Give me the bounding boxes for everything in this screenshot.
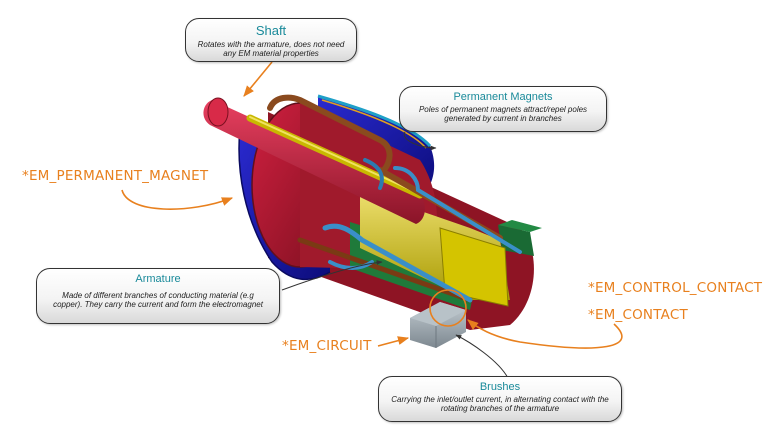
shaft-callout: Shaft Rotates with the armature, does no… [185, 18, 357, 62]
contact-highlight [429, 289, 467, 327]
brushes-callout-title: Brushes [479, 381, 521, 393]
brushes-callout: Brushes Carrying the inlet/outlet curren… [378, 376, 622, 422]
permanent-magnets-callout-title: Permanent Magnets [453, 91, 553, 103]
conductor-tube [322, 223, 473, 303]
em-circuit-label: *EM_CIRCUIT [282, 338, 372, 354]
winding [267, 94, 393, 173]
leader-lines [121, 61, 623, 379]
permanent-magnets-callout-description: Poles of permanent magnets attract/repel… [418, 105, 588, 123]
permanent-magnets-callout: Permanent Magnets Poles of permanent mag… [399, 86, 607, 132]
brushes-callout-description: Carrying the inlet/outlet current, in al… [391, 395, 609, 413]
em-contact-label: *EM_CONTACT [588, 307, 688, 323]
armature-callout-title: Armature [135, 273, 181, 285]
em-permanent-magnet-label: *EM_PERMANENT_MAGNET [22, 168, 209, 184]
shaft-callout-title: Shaft [255, 23, 287, 38]
terminal-box [498, 225, 534, 256]
motor [203, 94, 542, 348]
armature-callout-description: Made of different branches of conducting… [53, 291, 263, 309]
shaft-callout-description: Rotates with the armature, does not need… [197, 40, 345, 58]
em-control-contact-label: *EM_CONTROL_CONTACT [588, 280, 763, 296]
shaft [203, 100, 425, 224]
armature-callout: Armature Made of different branches of c… [36, 268, 280, 324]
